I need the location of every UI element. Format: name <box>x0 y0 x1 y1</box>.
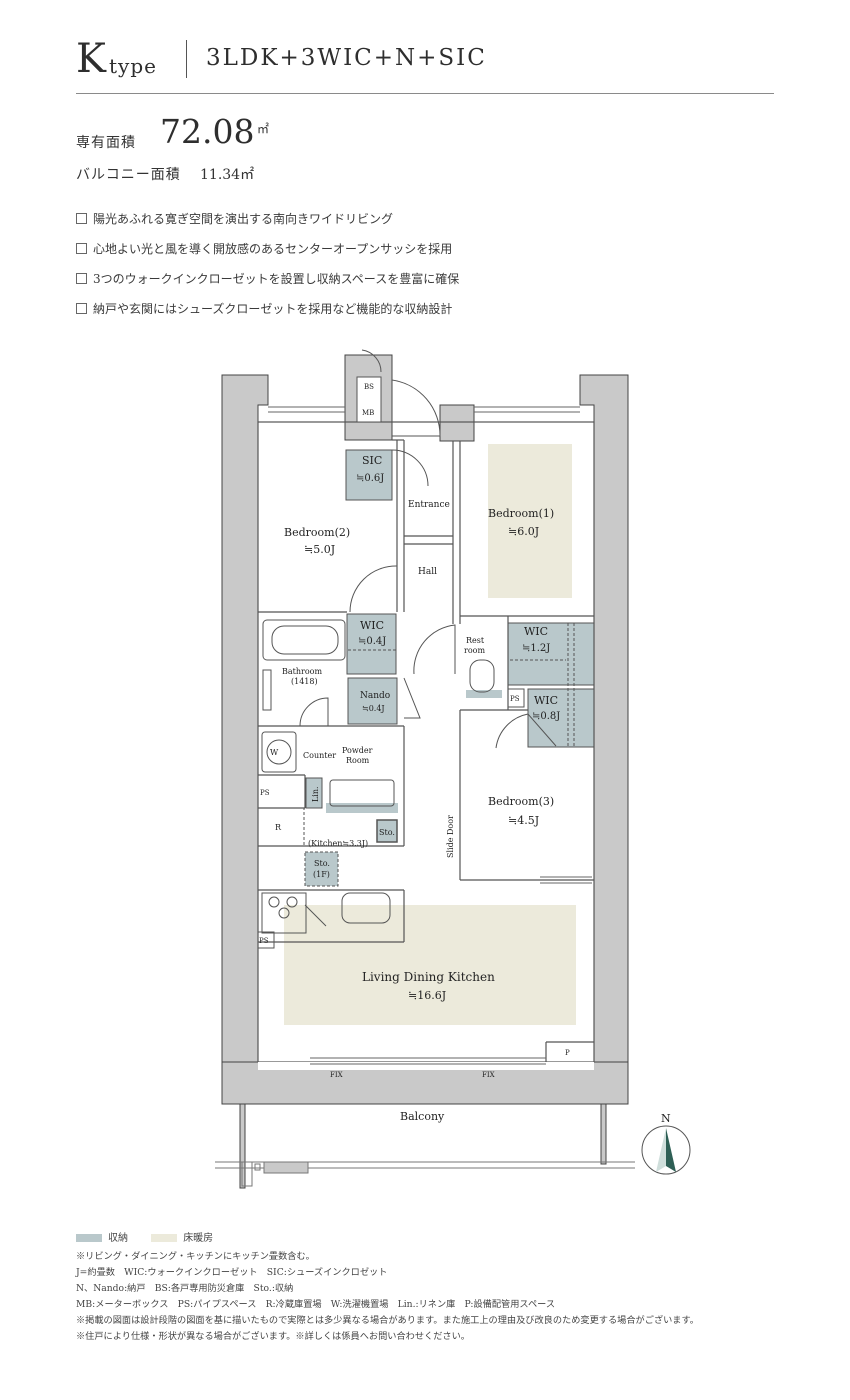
lin-label: Lin. <box>311 786 320 802</box>
nando-size: ≒0.4J <box>362 704 385 713</box>
fix-label-2: FIX <box>482 1071 495 1079</box>
note-line: N、Nando:納戸 BS:各戸専用防災倉庫 Sto.:収納 <box>76 1283 294 1294</box>
legend: 収納 床暖房 <box>76 1229 213 1244</box>
balcony-railing <box>215 1161 635 1187</box>
note-line: ※リビング・ダイニング・キッチンにキッチン畳数含む。 <box>76 1251 315 1262</box>
title-divider <box>186 40 187 78</box>
ps-label-3: PS <box>259 937 269 945</box>
area-label: 専有面積 <box>76 135 136 151</box>
fixtures <box>257 619 525 949</box>
sic-storage <box>345 449 393 501</box>
entrance-label: Entrance <box>408 500 450 510</box>
nando-storage <box>347 677 398 725</box>
balcony-area-value: 11.34㎡ <box>200 167 255 183</box>
floor-plan: N Bedroom(2) ≒5.0J Bedroom(1) ≒6.0J Bedr… <box>215 349 691 1189</box>
checkbox-icon <box>76 273 87 284</box>
feature-text: 心地よい光と風を導く開放感のあるセンターオープンサッシを採用 <box>93 242 453 256</box>
powder-label-2: Room <box>346 756 370 765</box>
door-swings <box>299 349 557 749</box>
bathroom-label-1: Bathroom <box>282 667 322 676</box>
bedroom1-name: Bedroom(1) <box>488 507 554 520</box>
windows <box>268 406 592 1065</box>
type-word: type <box>109 54 157 78</box>
note-line: MB:メーターボックス PS:パイプスペース R:冷蔵庫置場 W:洗濯機置場 L… <box>76 1299 556 1310</box>
balcony-area-label: バルコニー面積 <box>76 167 181 183</box>
note-line: ※住戸により仕様・形状が異なる場合がございます。※詳しくは係員へお問い合わせくだ… <box>76 1331 470 1342</box>
powder-counter-storage <box>326 803 398 813</box>
layout-code: 3LDK+3WIC+N+SIC <box>206 45 487 71</box>
floor-heating-bedroom1 <box>488 444 572 598</box>
mb-label: MB <box>362 409 374 417</box>
feature-item: 3つのウォークインクローゼットを設置し収納スペースを豊富に確保 <box>76 270 459 287</box>
sto-1f-label-2: (1F) <box>313 870 330 879</box>
storage-swatch <box>76 1234 102 1242</box>
bedroom3-size: ≒4.5J <box>508 814 539 827</box>
wic-b-size: ≒1.2J <box>522 643 550 654</box>
ldk-size: ≒16.6J <box>408 989 446 1002</box>
area-value: 72.08 <box>160 112 255 151</box>
feature-text: 納戸や玄関にはシューズクローゼットを採用など機能的な収納設計 <box>93 302 453 316</box>
nando-name: Nando <box>360 691 390 701</box>
sto-storage <box>376 819 398 843</box>
restroom-label-1: Rest <box>466 636 485 645</box>
legend-storage-label: 収納 <box>108 1233 128 1244</box>
wic-a-size: ≒0.4J <box>358 636 386 647</box>
header-rule <box>76 93 774 94</box>
feature-item: 納戸や玄関にはシューズクローゼットを採用など機能的な収納設計 <box>76 300 452 317</box>
wic-a-name: WIC <box>360 619 384 632</box>
hall-label: Hall <box>418 567 437 577</box>
sto-label: Sto. <box>379 828 395 837</box>
closet-rails <box>348 623 575 747</box>
wic-c-size: ≒0.8J <box>532 711 560 722</box>
wic-b-name: WIC <box>524 625 548 638</box>
bathroom-label-2: (1418) <box>291 677 318 686</box>
feature-item: 陽光あふれる寛ぎ空間を演出する南向きワイドリビング <box>76 210 393 227</box>
note-line: J=約畳数 WIC:ウォークインクローゼット SIC:シューズインクロゼット <box>76 1267 388 1278</box>
sic-name: SIC <box>362 454 382 467</box>
wic-a-storage <box>346 613 397 675</box>
compass-label: N <box>661 1112 671 1125</box>
counter-label: Counter <box>303 751 336 760</box>
compass-icon <box>641 1125 691 1175</box>
feature-text: 陽光あふれる寛ぎ空間を演出する南向きワイドリビング <box>93 212 394 226</box>
sto-1f-label-1: Sto. <box>314 859 330 868</box>
kitchen-label: (Kitchen≒3.3J) <box>308 839 368 848</box>
sic-size: ≒0.6J <box>356 473 384 484</box>
powder-label-1: Powder <box>342 746 373 755</box>
slide-door-label: Slide Door <box>446 815 455 858</box>
restroom-label-2: room <box>464 646 485 655</box>
washer-label: W <box>270 748 279 757</box>
wic-c-name: WIC <box>534 694 558 707</box>
type-letter: K <box>76 36 106 82</box>
p-label: P <box>565 1049 570 1057</box>
feature-text: 3つのウォークインクローゼットを設置し収納スペースを豊富に確保 <box>93 272 460 286</box>
ps-label-1: PS <box>260 789 270 797</box>
balcony-label: Balcony <box>400 1110 445 1123</box>
ps-label-2: PS <box>510 695 520 703</box>
sto-1f-storage <box>304 851 339 887</box>
bedroom2-size: ≒5.0J <box>304 543 335 556</box>
bs-label: BS <box>364 383 374 391</box>
checkbox-icon <box>76 213 87 224</box>
bedroom1-size: ≒6.0J <box>508 525 539 538</box>
fridge-label: R <box>275 823 282 832</box>
checkbox-icon <box>76 303 87 314</box>
bedroom2-name: Bedroom(2) <box>284 526 350 539</box>
note-line: ※掲載の図面は設計段階の図面を基に描いたもので実際とは多少異なる場合があります。… <box>76 1315 699 1326</box>
feature-item: 心地よい光と風を導く開放感のあるセンターオープンサッシを採用 <box>76 240 452 257</box>
restroom-storage <box>466 690 502 698</box>
area-unit: ㎡ <box>257 122 270 136</box>
linen-storage <box>305 777 323 809</box>
fix-label-1: FIX <box>330 1071 343 1079</box>
floor-heating-ldk <box>284 905 576 1025</box>
legend-heating-label: 床暖房 <box>183 1233 214 1244</box>
bedroom3-name: Bedroom(3) <box>488 795 554 808</box>
wic-c-storage <box>527 688 595 748</box>
wic-b-storage <box>507 622 595 686</box>
ldk-name: Living Dining Kitchen <box>362 970 495 984</box>
checkbox-icon <box>76 243 87 254</box>
floor-heating-swatch <box>151 1234 178 1242</box>
